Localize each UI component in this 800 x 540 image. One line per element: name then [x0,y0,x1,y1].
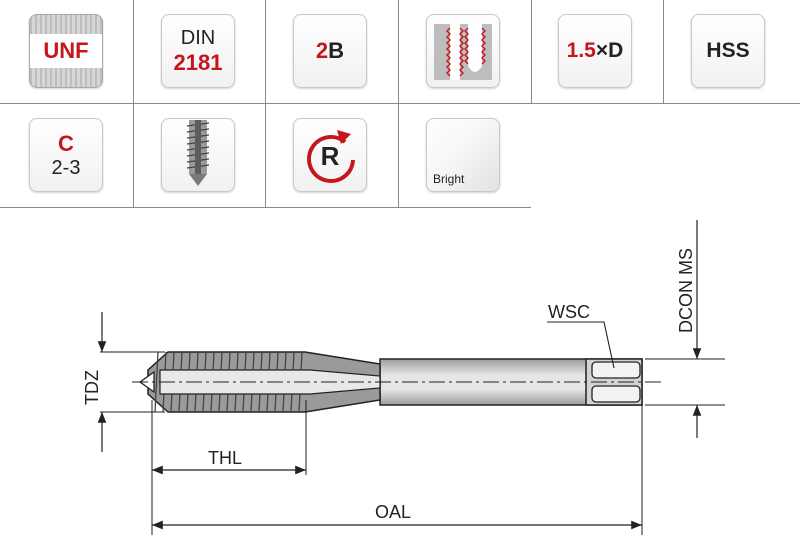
divider [663,0,664,103]
chamfer-letter: C [58,130,74,156]
din-number: 2181 [173,49,223,75]
tolerance-class: 2B [316,38,344,64]
rotation-tile: R [293,118,367,192]
divider [531,0,532,103]
thread-depth-sep: × [595,39,609,62]
divider [133,0,134,207]
wsc-leader [547,321,615,369]
chamfer-range: 2-3 [51,156,81,179]
thread-depth-letter: D [608,39,624,62]
divider [0,207,531,208]
material-tile: HSS [691,14,765,88]
oal-label: OAL [375,502,411,522]
divider [265,0,266,207]
surface-finish-tile: Bright [426,118,500,192]
chamfer-tile: C 2-3 [29,118,103,192]
thl-label: THL [208,448,242,468]
thread-standard-tile: UNF [29,14,103,88]
dcon-label: DCON MS [676,248,696,333]
material-label: HSS [706,39,750,62]
thread-profile-icon [434,24,492,80]
thread-profile-tile [426,14,500,88]
thread-depth-tile: 1.5×D [558,14,632,88]
thread-depth-factor: 1.5 [566,39,596,62]
rotation-letter: R [321,141,340,171]
tolerance-class-tile: 2B [293,14,367,88]
tdz-label: TDZ [82,370,102,405]
tolerance-class-letter: B [328,38,345,63]
thread-standard-label: UNF [30,34,102,68]
thread-depth: 1.5×D [567,39,624,63]
tap-shape-icon [186,120,210,186]
surface-finish-label: Bright [433,172,465,186]
tap-shape-tile [161,118,235,192]
divider [398,0,399,207]
divider [398,103,800,104]
right-hand-rotation-icon: R [307,130,355,183]
tolerance-class-number: 2 [315,38,329,63]
din-tile: DIN 2181 [161,14,235,88]
wsc-label: WSC [548,302,590,322]
divider [0,103,398,104]
din-label: DIN [180,26,216,49]
